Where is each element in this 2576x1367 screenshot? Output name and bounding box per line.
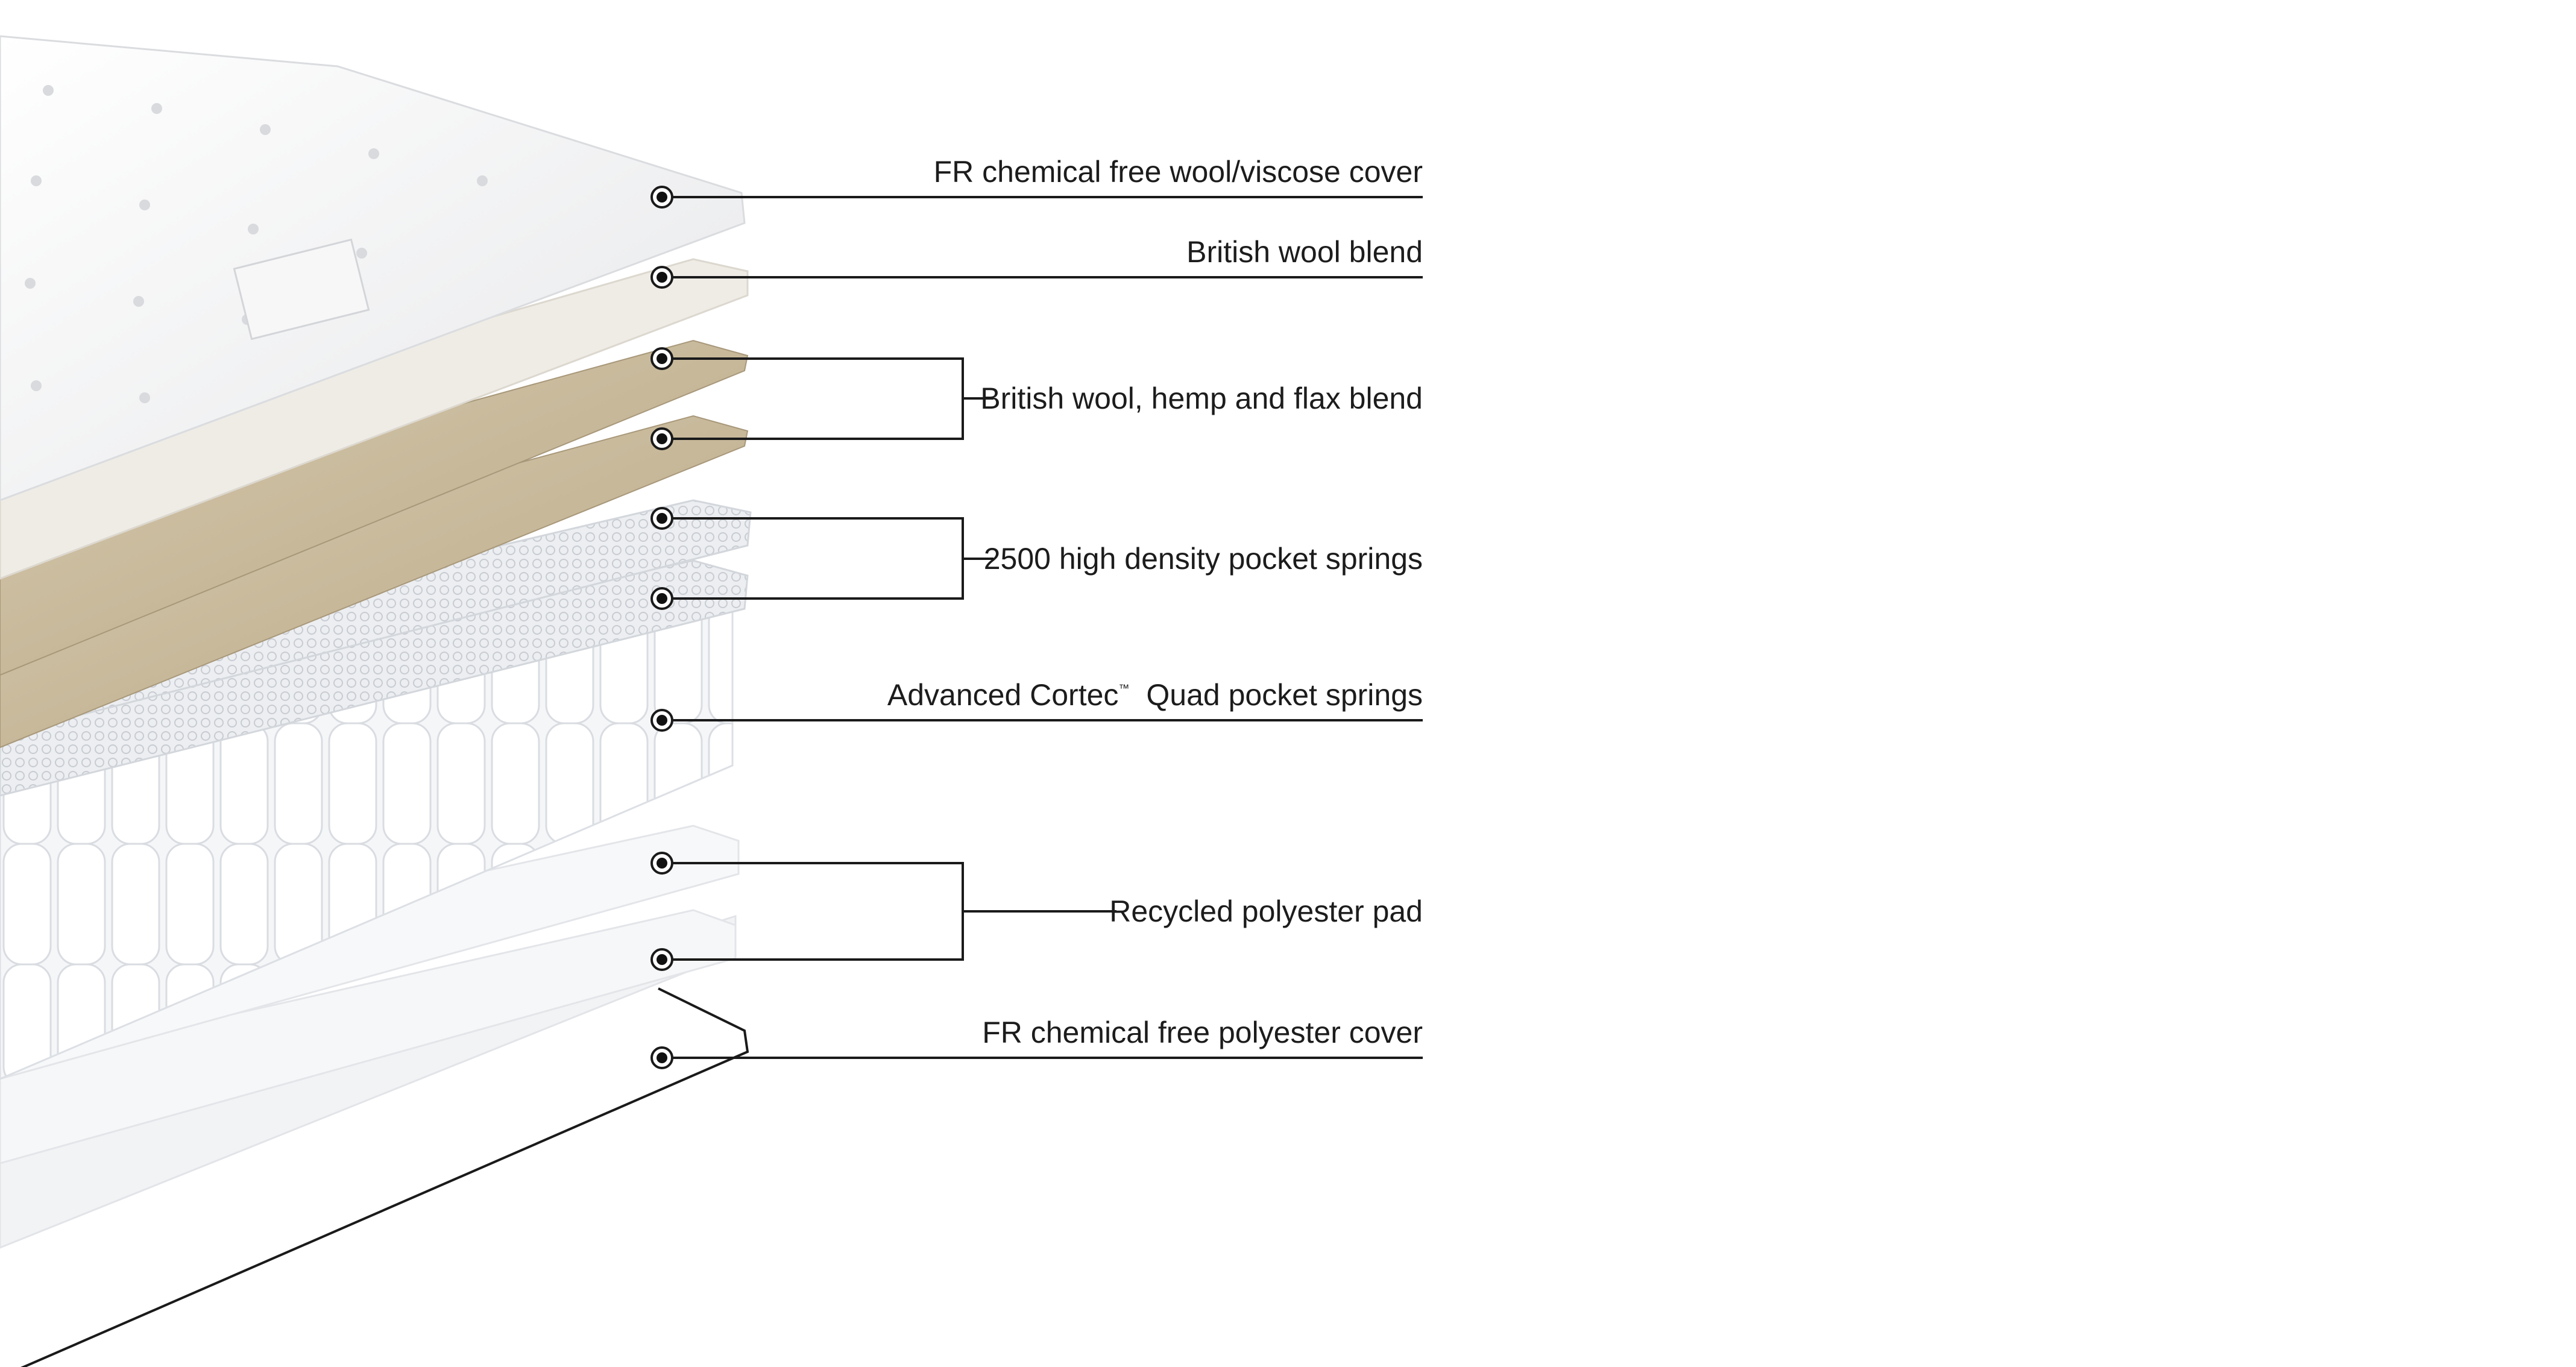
label-polyester-pad: Recycled polyester pad xyxy=(1109,894,1423,928)
callout-dot xyxy=(650,427,673,450)
label-polyester-cover: FR chemical free polyester cover xyxy=(982,1016,1423,1049)
label-quad-springs-brand: Advanced Cortec xyxy=(887,678,1119,712)
label-quad-springs-suffix: Quad pocket springs xyxy=(1146,678,1423,712)
callout-dot xyxy=(650,709,673,732)
polyester-cover-outline xyxy=(20,987,749,1367)
layer-hemp-flax-upper-shape xyxy=(0,339,749,676)
layer-polyester-pad-lower-shape xyxy=(0,909,737,1164)
label-wool-blend: British wool blend xyxy=(1186,235,1423,269)
callout-lines xyxy=(20,196,1423,1367)
mattress-illustration xyxy=(0,35,752,1249)
quilting-tufts xyxy=(25,85,488,403)
layer-wool-blend-shape xyxy=(0,258,749,580)
callout-dot xyxy=(650,852,673,875)
label-wool-cover: FR chemical free wool/viscose cover xyxy=(934,155,1423,189)
callout-dot xyxy=(650,266,673,289)
cover-label-tag xyxy=(233,238,370,341)
layer-polyester-pad-upper-shape xyxy=(0,825,740,1080)
callout-dots xyxy=(650,186,673,1069)
callout-labels: FR chemical free wool/viscose cover Brit… xyxy=(887,155,1423,1049)
label-quad-pocket-springs: Advanced Cortec™ Quad pocket springs xyxy=(887,678,1423,712)
callout-dot xyxy=(650,948,673,971)
callout-dot xyxy=(650,507,673,530)
trademark-symbol: ™ xyxy=(1118,682,1129,694)
layer-wool-cover-shape xyxy=(0,35,746,501)
layer-hd-springs-upper-shape xyxy=(0,499,752,737)
callout-dot xyxy=(650,347,673,370)
callout-dot xyxy=(650,186,673,209)
callout-dot xyxy=(650,1046,673,1069)
label-hemp-flax-blend: British wool, hemp and flax blend xyxy=(980,382,1423,415)
callout-dot xyxy=(650,587,673,610)
label-hd-pocket-springs: 2500 high density pocket springs xyxy=(984,542,1423,576)
